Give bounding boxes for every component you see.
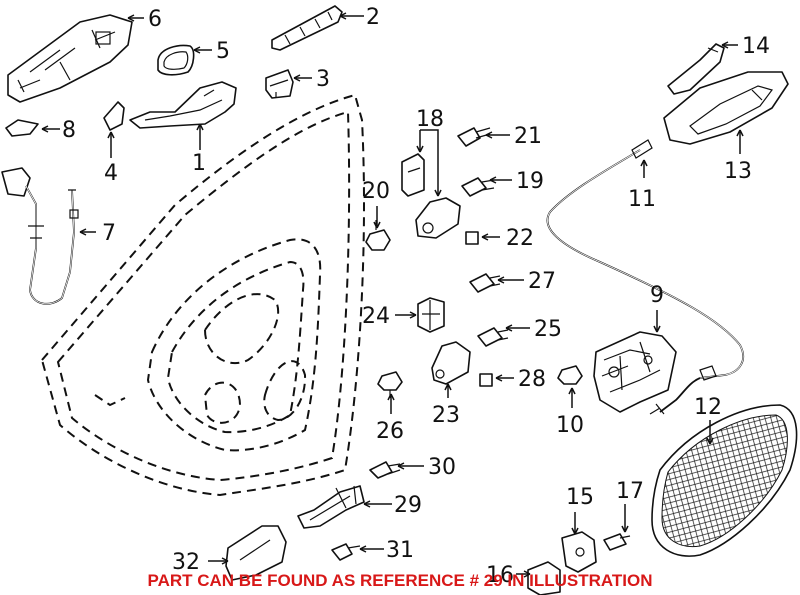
- callout-22: 22: [506, 226, 534, 251]
- callout-23: 23: [432, 403, 460, 428]
- callout-29: 29: [394, 493, 422, 518]
- callout-3: 3: [316, 67, 330, 92]
- callout-27: 27: [528, 269, 556, 294]
- callout-8: 8: [62, 118, 76, 143]
- part-2-bracket: [271, 5, 343, 51]
- part-18-lower-bracket: [415, 197, 461, 239]
- callout-16: 16: [486, 563, 514, 588]
- callout-1: 1: [192, 151, 206, 176]
- part-1-exterior-handle: [129, 81, 237, 129]
- part-8-clip: [5, 119, 39, 137]
- callout-7: 7: [102, 221, 116, 246]
- callout-20: 20: [362, 179, 390, 204]
- part-11-cable: [546, 139, 745, 415]
- callout-31: 31: [386, 538, 414, 563]
- callout-21: 21: [514, 124, 542, 149]
- part-18-bracket: [401, 153, 425, 197]
- part-28-nut: [479, 373, 493, 387]
- callout-5: 5: [216, 39, 230, 64]
- part-7-cable: [1, 167, 79, 305]
- callout-18: 18: [416, 107, 444, 132]
- part-24-bracket: [417, 297, 445, 333]
- callout-19: 19: [516, 169, 544, 194]
- callout-labels: 6 2 5 3 8 4 1 7 18 21 19 20 22 27 24 25 …: [62, 5, 770, 588]
- callout-12: 12: [694, 395, 722, 420]
- callout-9: 9: [650, 283, 664, 308]
- part-6-handle-carrier: [7, 14, 133, 103]
- callout-26: 26: [376, 419, 404, 444]
- part-22-nut: [465, 231, 479, 245]
- reference-note: PART CAN BE FOUND AS REFERENCE # 29 IN I…: [148, 571, 653, 590]
- part-17-bolt: [603, 533, 631, 551]
- callout-32: 32: [172, 550, 200, 575]
- callout-6: 6: [148, 7, 162, 32]
- part-32-cover: [225, 525, 287, 581]
- callout-30: 30: [428, 455, 456, 480]
- callout-10: 10: [556, 413, 584, 438]
- callout-24: 24: [362, 304, 390, 329]
- callout-14: 14: [742, 34, 770, 59]
- part-23-bracket: [431, 341, 471, 385]
- callout-25: 25: [534, 317, 562, 342]
- part-16-shim: [527, 561, 561, 595]
- part-9-door-latch: [593, 331, 677, 413]
- door-outline: [40, 93, 365, 497]
- part-25-bolt: [477, 327, 509, 347]
- part-15-striker: [561, 531, 597, 573]
- callout-11: 11: [628, 187, 656, 212]
- part-13-interior-handle: [663, 71, 789, 145]
- part-26-bolt: [377, 371, 403, 398]
- part-19-bolt: [461, 177, 495, 197]
- part-4-cap: [103, 101, 125, 131]
- callout-28: 28: [518, 367, 546, 392]
- part-27-bolt: [469, 273, 501, 293]
- part-31-bolt: [331, 543, 361, 561]
- part-12-speaker-grille: [651, 404, 798, 557]
- part-14-bezel: [667, 43, 725, 95]
- part-5-gasket: [157, 44, 195, 76]
- part-10-bolt: [557, 365, 583, 385]
- part-29-check-strap: [297, 485, 365, 529]
- callout-4: 4: [104, 161, 118, 186]
- part-3-end-cap: [265, 69, 294, 99]
- callout-15: 15: [566, 485, 594, 510]
- part-21-bolt: [457, 127, 491, 147]
- callout-13: 13: [724, 159, 752, 184]
- leader-lines: [41, 12, 744, 578]
- callout-17: 17: [616, 479, 644, 504]
- part-20-bolt: [365, 220, 391, 251]
- part-30-bolt: [369, 461, 401, 479]
- callout-2: 2: [366, 5, 380, 30]
